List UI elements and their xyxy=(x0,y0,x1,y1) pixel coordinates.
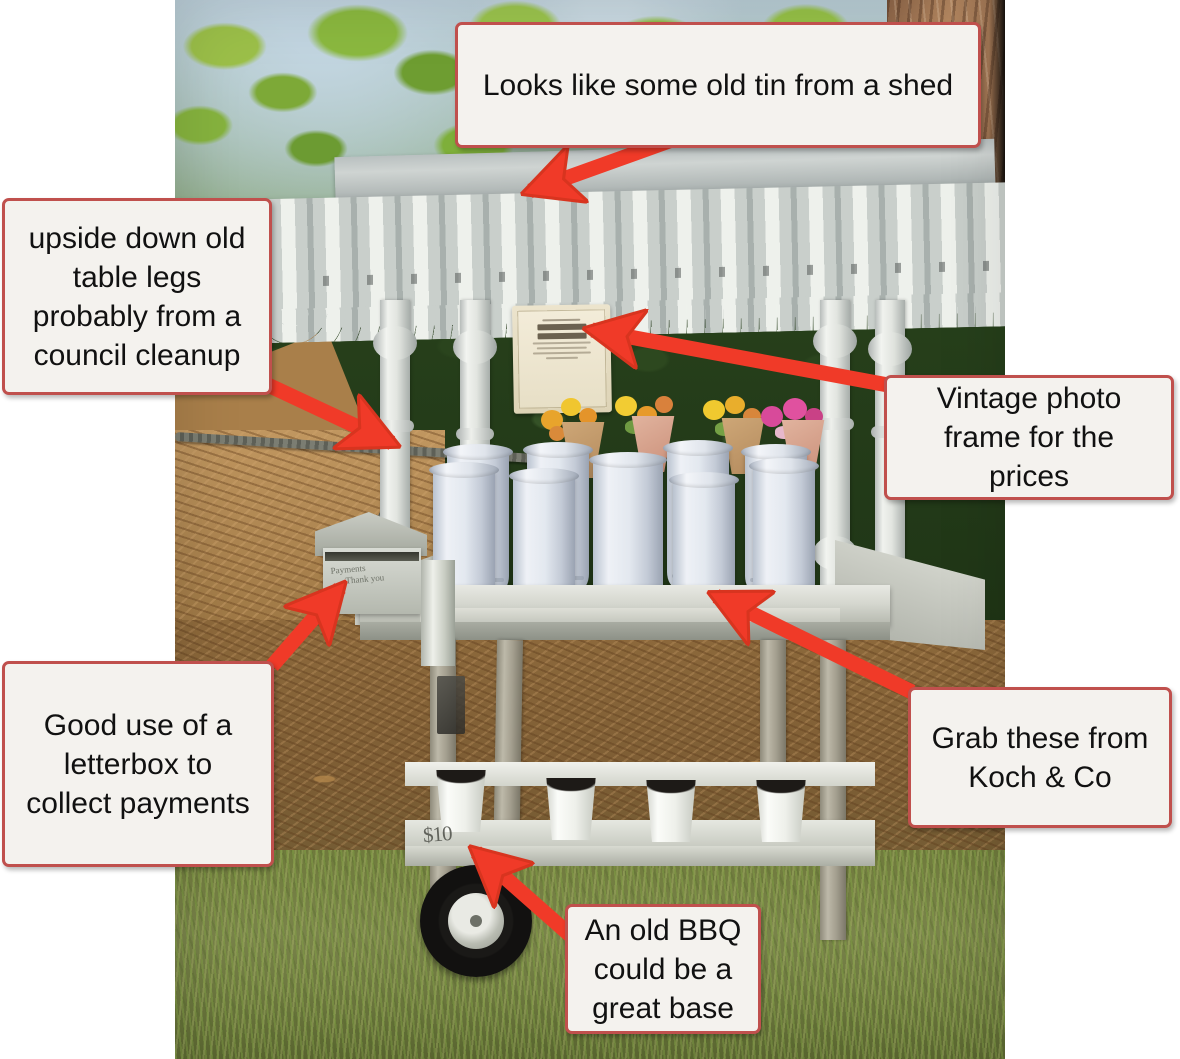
lower-shelf-front xyxy=(405,846,875,866)
callout-tin-roof-text: Looks like some old tin from a shed xyxy=(482,68,954,102)
planter-pot xyxy=(436,770,486,832)
flower-cart-photo: Payments Thank you $10 xyxy=(175,0,1005,1059)
payment-letterbox-slot xyxy=(325,552,419,561)
cart-leg-front-right xyxy=(820,640,846,940)
price-line xyxy=(532,341,592,345)
callout-buckets[interactable]: Grab these from Koch & Co xyxy=(908,687,1172,828)
letterbox-support-post xyxy=(421,560,455,666)
callout-letterbox[interactable]: Good use of a letterbox to collect payme… xyxy=(2,661,274,867)
price-line xyxy=(545,356,579,360)
callout-tin-roof[interactable]: Looks like some old tin from a shed xyxy=(455,22,981,148)
callout-table-legs-text: upside down old table legs probably from… xyxy=(28,221,246,372)
price-line xyxy=(536,323,586,331)
post-knob xyxy=(373,326,417,360)
planter-pot xyxy=(646,780,696,842)
planter-pot xyxy=(756,780,806,842)
post-collar xyxy=(456,428,494,440)
pot-soil xyxy=(436,770,486,784)
callout-buckets-text: Grab these from Koch & Co xyxy=(931,721,1149,794)
callout-photo-frame[interactable]: Vintage photo frame for the prices xyxy=(884,375,1174,500)
price-line xyxy=(542,318,581,322)
price-line xyxy=(532,351,592,355)
price-sign-text-lines xyxy=(526,318,597,399)
callout-letterbox-text: Good use of a letterbox to collect payme… xyxy=(26,708,250,820)
post-collar xyxy=(816,418,854,430)
pot-soil xyxy=(546,778,596,792)
post-knob xyxy=(453,330,497,364)
cart-wheel xyxy=(420,865,532,977)
callout-bbq-base[interactable]: An old BBQ could be a great base xyxy=(565,904,761,1034)
callout-table-legs[interactable]: upside down old table legs probably from… xyxy=(2,198,272,395)
post-collar xyxy=(376,420,414,432)
post-knob xyxy=(813,324,857,358)
price-line xyxy=(537,332,587,340)
planter-pot xyxy=(546,778,596,840)
post-knob xyxy=(868,332,912,366)
pot-soil xyxy=(756,780,806,794)
price-line xyxy=(536,346,588,350)
callout-photo-frame-text: Vintage photo frame for the prices xyxy=(936,382,1122,493)
lower-shelf-price-label: $10 xyxy=(422,821,453,847)
bouquet-blooms xyxy=(605,386,697,444)
callout-bbq-base-text: An old BBQ could be a great base xyxy=(584,913,742,1025)
wheel-hubcap xyxy=(448,893,504,949)
pot-soil xyxy=(646,780,696,794)
cart-leg-brace xyxy=(437,676,465,734)
